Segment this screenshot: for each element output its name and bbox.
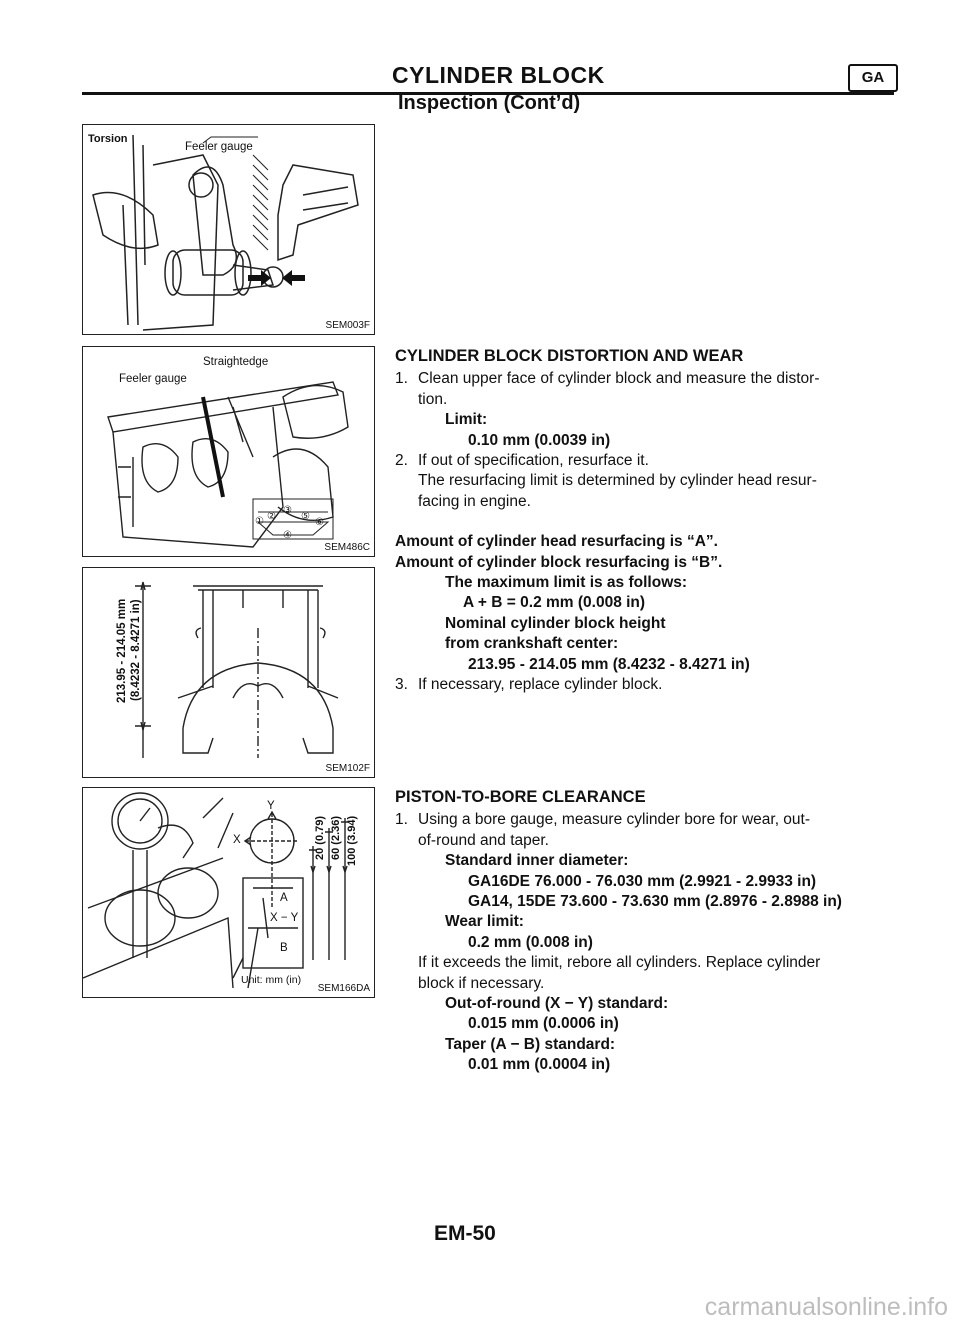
step-text: tion. bbox=[418, 390, 448, 408]
block-point-6: ⑥ bbox=[315, 517, 324, 528]
step-text: The resurfacing limit is determined by c… bbox=[418, 472, 817, 490]
step-text: If out of specification, resurface it. bbox=[418, 452, 649, 470]
section-heading: PISTON-TO-BORE CLEARANCE bbox=[395, 788, 646, 806]
wear-limit-label: Wear limit: bbox=[445, 913, 524, 931]
page-title: CYLINDER BLOCK bbox=[392, 62, 605, 88]
axis-y-label: Y bbox=[267, 800, 275, 812]
depth-60-label: 60 (2.36) bbox=[330, 815, 342, 860]
bore-gauge-illustration bbox=[83, 792, 349, 989]
figure-straightedge: Straightedge Feeler gauge ① ② ③ ④ ⑤ ⑥ SE… bbox=[82, 346, 375, 557]
figure-code: SEM166DA bbox=[317, 983, 370, 994]
feeler-gauge-label: Feeler gauge bbox=[119, 373, 187, 385]
taper-label: Taper (A − B) standard: bbox=[445, 1035, 616, 1053]
step-text: block if necessary. bbox=[418, 974, 545, 992]
std-diameter-label: Standard inner diameter: bbox=[445, 852, 629, 870]
taper-value: 0.01 mm (0.0004 in) bbox=[468, 1056, 611, 1074]
out-of-round-value: 0.015 mm (0.0006 in) bbox=[468, 1015, 619, 1033]
header-rule bbox=[82, 92, 894, 95]
height-range-in: (8.4232 - 8.4271 in) bbox=[130, 599, 142, 701]
amount-head-text: Amount of cylinder head resurfacing is “… bbox=[395, 533, 718, 551]
block-point-5: ⑤ bbox=[301, 511, 310, 522]
measure-x-minus-y-label: X − Y bbox=[270, 912, 299, 924]
feeler-gauge-label: Feeler gauge bbox=[185, 141, 253, 153]
page-subtitle: Inspection (Cont’d) bbox=[398, 92, 581, 114]
step-text: Clean upper face of cylinder block and m… bbox=[418, 370, 820, 388]
section-piston-clearance: PISTON-TO-BORE CLEARANCE 1. Using a bore … bbox=[395, 787, 895, 1076]
max-limit-label: The maximum limit is as follows: bbox=[445, 574, 688, 592]
figure-code: SEM003F bbox=[325, 320, 370, 331]
torsion-illustration bbox=[92, 134, 359, 331]
out-of-round-label: Out-of-round (X − Y) standard: bbox=[445, 995, 669, 1013]
figure-torsion: Torsion Feeler gauge SEM003F bbox=[82, 124, 375, 335]
block-point-4: ④ bbox=[283, 530, 292, 541]
step-number: 1. bbox=[395, 370, 408, 388]
limit-formula: A + B = 0.2 mm (0.008 in) bbox=[463, 594, 646, 612]
step-number: 1. bbox=[395, 811, 408, 829]
step-text: facing in engine. bbox=[418, 492, 531, 510]
straightedge-label: Straightedge bbox=[203, 356, 269, 368]
measure-a-label: A bbox=[280, 892, 288, 904]
depth-20-label: 20 (0.79) bbox=[314, 815, 326, 860]
amount-block-text: Amount of cylinder block resurfacing is … bbox=[395, 553, 723, 571]
height-range-mm: 213.95 - 214.05 mm bbox=[116, 598, 128, 703]
step-text: If necessary, replace cylinder block. bbox=[418, 676, 663, 694]
unit-label: Unit: mm (in) bbox=[241, 974, 302, 986]
axis-x-label: X bbox=[233, 834, 241, 846]
torsion-label: Torsion bbox=[88, 133, 128, 145]
limit-label: Limit: bbox=[445, 411, 488, 429]
measure-b-label: B bbox=[280, 942, 288, 954]
block-height-illustration bbox=[135, 581, 339, 758]
figure-code: SEM102F bbox=[325, 763, 370, 774]
step-number: 2. bbox=[395, 452, 408, 470]
step-number: 3. bbox=[395, 676, 408, 694]
figure-bore-gauge: Y X A X − Y B Unit: mm (in) 20 (0.79) 60… bbox=[82, 787, 375, 998]
step-text: of-round and taper. bbox=[418, 831, 549, 849]
engine-badge: GA bbox=[848, 64, 898, 92]
watermark: carmanualsonline.info bbox=[704, 1293, 948, 1321]
block-point-2: ② bbox=[267, 511, 276, 522]
nominal-value: 213.95 - 214.05 mm (8.4232 - 8.4271 in) bbox=[468, 655, 750, 673]
depth-100-label: 100 (3.94) bbox=[346, 815, 358, 866]
section-distortion: CYLINDER BLOCK DISTORTION AND WEAR 1. Cle… bbox=[395, 346, 895, 696]
nominal-label-cont: from crankshaft center: bbox=[445, 635, 619, 653]
std-diameter-ga16de: GA16DE 76.000 - 76.030 mm (2.9921 - 2.99… bbox=[468, 872, 817, 890]
block-point-3: ③ bbox=[283, 505, 292, 516]
block-point-1: ① bbox=[255, 516, 264, 527]
page-number: EM-50 bbox=[434, 1222, 496, 1245]
wear-limit-value: 0.2 mm (0.008 in) bbox=[468, 933, 593, 951]
std-diameter-ga14-15de: GA14, 15DE 73.600 - 73.630 mm (2.8976 - … bbox=[468, 893, 842, 911]
limit-value: 0.10 mm (0.0039 in) bbox=[468, 431, 611, 449]
figure-block-height: 213.95 - 214.05 mm (8.4232 - 8.4271 in) … bbox=[82, 567, 375, 778]
section-heading: CYLINDER BLOCK DISTORTION AND WEAR bbox=[395, 347, 744, 365]
nominal-label: Nominal cylinder block height bbox=[445, 614, 666, 632]
straightedge-illustration bbox=[107, 381, 349, 548]
step-text: If it exceeds the limit, rebore all cyli… bbox=[418, 954, 821, 972]
step-text: Using a bore gauge, measure cylinder bor… bbox=[418, 811, 811, 829]
figure-code: SEM486C bbox=[324, 542, 370, 553]
